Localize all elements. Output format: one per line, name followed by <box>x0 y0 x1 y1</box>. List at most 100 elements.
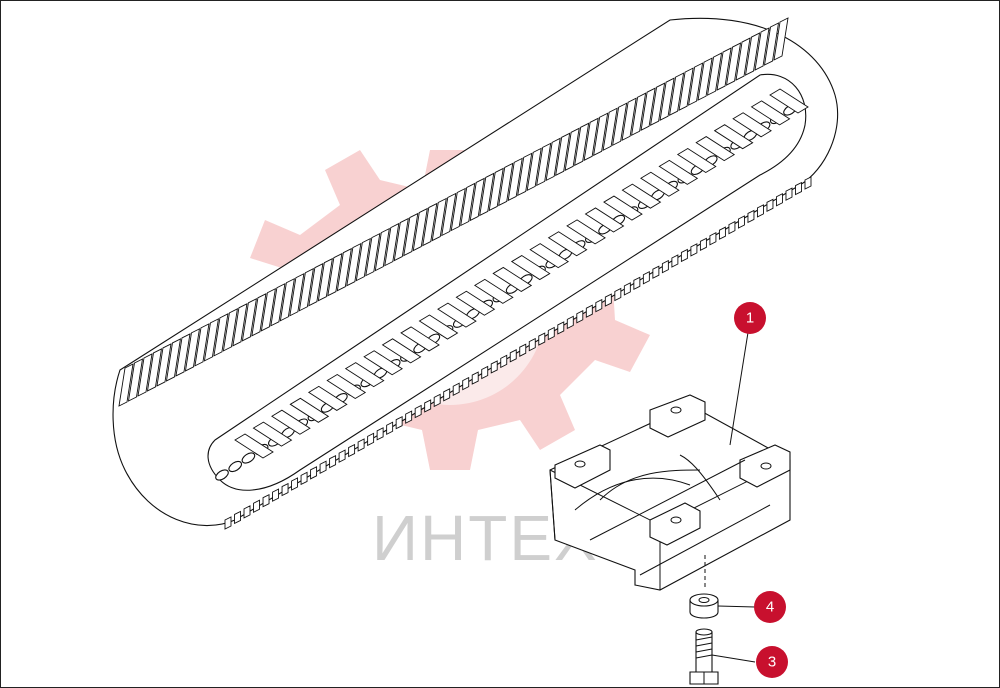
track-grouser <box>555 132 571 177</box>
track-lug <box>348 443 356 458</box>
track-lug <box>633 276 641 291</box>
track-lug <box>329 454 337 469</box>
track-lug <box>528 337 536 352</box>
track-lug <box>547 326 555 341</box>
track-grouser <box>517 152 533 197</box>
track-grouser <box>213 313 229 357</box>
track-lug <box>642 271 650 285</box>
track-lug <box>500 354 508 369</box>
track-lug <box>509 349 517 363</box>
track-lug <box>319 460 327 474</box>
track-grouser <box>564 127 580 172</box>
track-lug <box>367 432 375 447</box>
track-grouser <box>251 293 267 337</box>
track-grouser <box>545 137 561 182</box>
track-grouser <box>526 147 542 192</box>
track-grouser <box>355 237 371 282</box>
track-lug <box>395 415 403 430</box>
track-lug <box>795 181 802 196</box>
track-lug <box>357 438 365 452</box>
track-grouser <box>431 197 447 242</box>
track-grouser <box>137 353 153 397</box>
track-grouser <box>412 207 428 252</box>
track-lug <box>614 287 622 302</box>
track-lug <box>405 410 413 424</box>
callout-3-leader <box>711 654 756 663</box>
track-grouser <box>232 303 248 347</box>
track-grouser <box>763 22 780 66</box>
track-inner-pad <box>584 207 625 233</box>
track-inner-pad <box>455 290 496 316</box>
washer-part <box>689 593 719 619</box>
track-lug <box>538 332 546 346</box>
track-lug <box>757 204 764 218</box>
track-inner-pad <box>529 243 570 269</box>
track-lug <box>519 343 527 357</box>
track-grouser <box>165 338 182 382</box>
track-lug <box>462 376 470 391</box>
track-lug <box>776 192 783 207</box>
callout-4-leader <box>717 605 756 608</box>
track-grouser <box>460 182 476 227</box>
track-grouser <box>422 202 438 247</box>
track-grouser <box>222 308 239 352</box>
track-lug <box>766 198 774 213</box>
track-grouser <box>668 72 685 116</box>
track-grouser <box>498 162 514 207</box>
track-chain-link <box>215 469 229 481</box>
callout-badge-1: 1 <box>734 302 766 334</box>
track-inner-pad <box>437 302 477 328</box>
track-inner-pad <box>400 326 440 352</box>
track-grouser <box>346 242 362 287</box>
track-lug <box>785 187 793 201</box>
track-grouser <box>744 32 761 76</box>
track-grouser <box>146 348 163 392</box>
track-inner-pad <box>603 195 643 221</box>
track-inner-pad <box>307 385 348 411</box>
track-grouser <box>298 267 314 312</box>
track-inner-pad <box>418 314 459 340</box>
callouts-layer: 1 4 3 <box>711 302 788 678</box>
track-grouser <box>754 27 770 71</box>
track-inner-pad <box>510 255 551 281</box>
track-inner-pad <box>621 183 662 209</box>
track-inner-teeth <box>234 88 809 459</box>
track-inner-pad <box>289 397 330 423</box>
track-lug <box>718 226 726 240</box>
track-lug <box>310 466 318 480</box>
track-lug <box>490 360 498 374</box>
track-grouser <box>289 272 305 317</box>
track-grouser <box>156 343 172 387</box>
track-inner-pad <box>566 219 606 245</box>
track-inner-pad <box>271 409 311 435</box>
track-lug <box>709 232 717 246</box>
track-grouser <box>184 328 201 372</box>
track-grouser <box>441 192 457 237</box>
track-inner-pad <box>473 278 514 304</box>
track-lug <box>680 248 688 263</box>
track-inner-pad <box>713 124 754 150</box>
track-grouser <box>118 363 134 407</box>
track-grouser <box>659 77 675 121</box>
track-grouser <box>127 358 144 402</box>
track-grouser <box>735 37 751 81</box>
track-lug <box>414 404 422 419</box>
track-inner-pad <box>695 136 736 162</box>
track-lug <box>804 176 812 190</box>
track-grouser <box>706 52 723 96</box>
callout-label-1: 1 <box>746 310 754 327</box>
track-grouser <box>716 47 732 91</box>
track-lug <box>291 477 299 491</box>
track-inner-pad <box>326 373 367 400</box>
track-grouser <box>317 257 333 302</box>
track-grouser <box>469 177 485 222</box>
track-inner-pad <box>750 100 791 126</box>
track-lug <box>424 399 432 413</box>
track-grouser <box>393 217 409 262</box>
track-lug <box>452 382 460 396</box>
track-lug <box>557 321 565 335</box>
track-lug <box>234 510 241 525</box>
track-grouser <box>327 252 343 297</box>
track-grouser <box>687 62 704 106</box>
